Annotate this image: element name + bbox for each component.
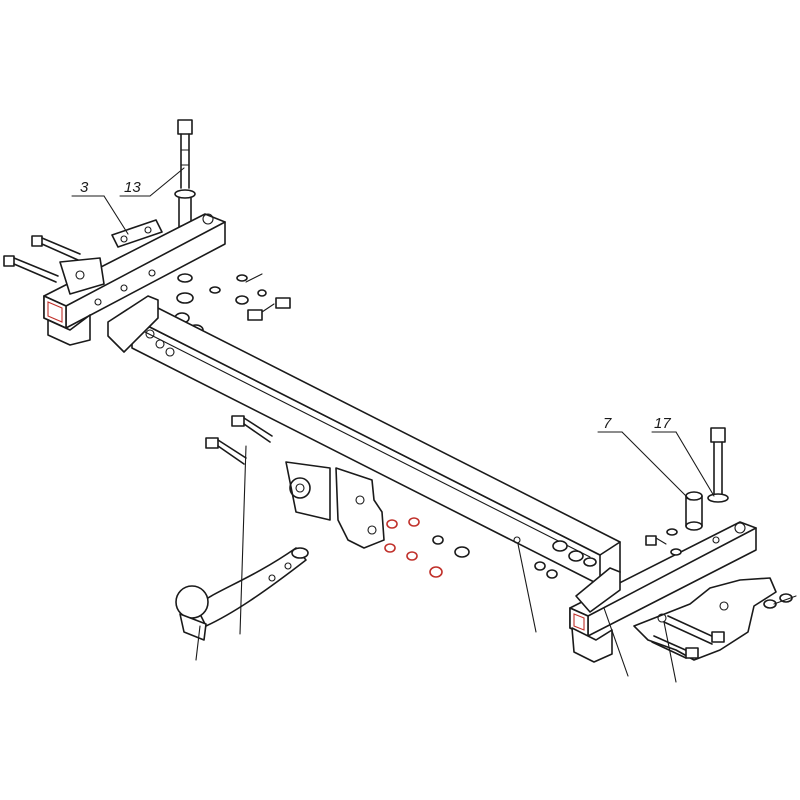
right-hardware-set xyxy=(534,528,682,579)
right-side-bracket xyxy=(569,521,757,663)
right-long-bolt xyxy=(707,427,729,503)
right-outer-bolts-end xyxy=(763,593,797,609)
leader-lines xyxy=(71,167,715,683)
ball-bolt-upper xyxy=(231,415,273,443)
right-end-plate xyxy=(575,567,621,613)
left-side-bracket xyxy=(43,213,226,346)
left-mount-bolt-upper xyxy=(31,235,81,261)
right-outer-plate xyxy=(633,577,777,661)
left-mount-bolt-lower xyxy=(3,255,59,283)
left-small-plate xyxy=(111,219,163,248)
centre-mounting-plate xyxy=(285,461,385,549)
tow-ball-neck xyxy=(195,547,309,627)
callout-7: 7 xyxy=(603,415,612,432)
tow-ball xyxy=(175,585,209,641)
centre-hardware-set xyxy=(384,517,470,578)
right-outer-bolt-upper xyxy=(663,615,725,645)
callout-13: 13 xyxy=(124,179,141,196)
callout-17: 17 xyxy=(654,415,671,432)
right-outer-bolt-lower xyxy=(651,635,699,659)
left-long-bolt xyxy=(177,119,193,189)
callout-3: 3 xyxy=(80,179,89,196)
left-bracket-plate xyxy=(59,257,105,295)
ball-bolt-lower xyxy=(205,437,247,465)
